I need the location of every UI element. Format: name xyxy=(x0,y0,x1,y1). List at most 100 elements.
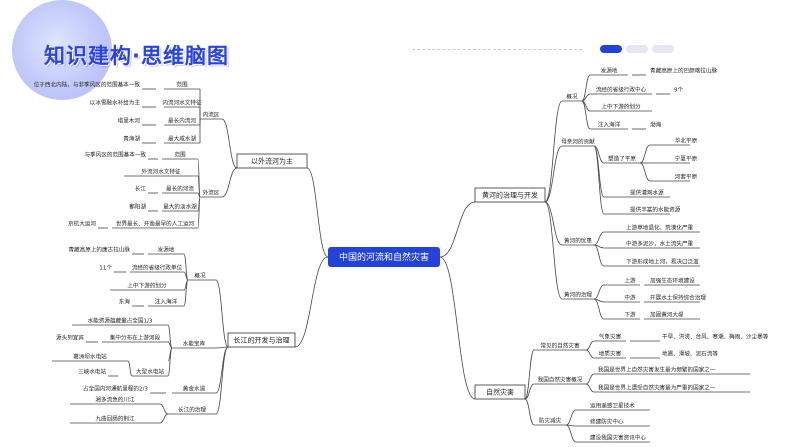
connector-curve xyxy=(159,413,169,424)
connector-curve xyxy=(306,167,329,258)
connector-curve xyxy=(581,74,591,102)
progress-indicator xyxy=(652,45,674,53)
progress-indicator xyxy=(626,45,648,53)
yellow-overview-desc: 9个 xyxy=(674,87,684,94)
worry-item: 上游草地退化、荒漠化严重 xyxy=(626,224,694,232)
connector-curve xyxy=(524,349,535,400)
connector-curve xyxy=(439,201,476,258)
sub-inflow-area: 内流区 xyxy=(203,111,220,119)
worry-item: 下游形成地上河，易决口泛滥 xyxy=(626,258,699,266)
yellow-contribution: 母亲河的贡献 xyxy=(561,138,595,146)
connector-curve xyxy=(197,196,201,229)
branch-yellow-river: 黄河的治理与开发 xyxy=(482,191,538,200)
connector-curve xyxy=(544,100,563,203)
contribution-item: 提供丰富的水能资源 xyxy=(630,206,681,214)
outflow-key: 范围 xyxy=(174,151,186,159)
connector-curve xyxy=(565,424,577,443)
branch-yangtze: 长江的开发与治理 xyxy=(234,336,290,345)
governance-key: 上游 xyxy=(624,277,636,285)
yangtze-overview-desc: 东海 xyxy=(119,298,131,306)
connector-curve xyxy=(294,256,329,348)
yangtze-overview-key: 注入海洋 xyxy=(155,298,178,306)
governance-desc: 加强生态环境建设 xyxy=(650,277,695,285)
hydropower-desc: 水能资源蕴藏量占全国1/3 xyxy=(88,317,153,325)
plain-item: 华北平原 xyxy=(675,137,698,145)
worry-item: 中游多泥沙，水土流失严重 xyxy=(626,240,694,248)
disaster-overview: 我国自然灾害概况 xyxy=(538,376,583,384)
connector-curve xyxy=(585,383,595,393)
connector-curve xyxy=(585,373,595,385)
central-topic: 中国的河流和自然灾害 xyxy=(339,251,429,263)
governance-item: 湘多流急的川江 xyxy=(95,396,135,404)
yellow-overview-key: 流经的省级行政中心 xyxy=(596,86,647,94)
connector-curve xyxy=(581,100,591,130)
connector-curve xyxy=(215,346,229,415)
connector-curve xyxy=(159,403,169,415)
governance-desc: 加固黄河大堤 xyxy=(650,311,684,319)
connector-curve xyxy=(221,167,238,198)
outflow-key: 世界最长、开凿最早的人工运河 xyxy=(116,220,195,228)
connector-curve xyxy=(593,298,605,320)
outflow-desc: 长江 xyxy=(135,185,147,193)
inflow-key: 最大咸水湖 xyxy=(168,135,196,143)
connector-curve xyxy=(593,145,605,215)
yellow-overview-desc: 青藏高原上的巴颜喀拉山脉 xyxy=(650,67,718,75)
branch-natural-disasters-box xyxy=(474,384,526,400)
outflow-desc: 与季风区的范围基本一致 xyxy=(84,151,146,159)
plain-item: 宁夏平原 xyxy=(675,155,698,163)
branch-yellow-river-box xyxy=(474,187,546,203)
inflow-desc: 位于西北内陆，与非季风区的范围基本一致 xyxy=(34,81,141,89)
connector-curve xyxy=(215,346,229,394)
weather-disasters-desc: 干旱、洪涝、台风、寒潮、梅雨、沙尘暴等 xyxy=(662,333,769,341)
yangtze-overview-key: 发源地 xyxy=(158,246,175,254)
prevention-item: 运用遥感卫星技术 xyxy=(590,402,635,410)
outflow-key: 最大的淡水湖 xyxy=(163,203,197,211)
yangtze-overview-key: 流经的省级行政单位 xyxy=(132,264,183,272)
connector-curve xyxy=(544,201,563,300)
hydropower-desc: 源头到宜宾 xyxy=(56,334,84,342)
yangtze-hydropower: 水能宝库 xyxy=(183,340,206,348)
page-title: 知识建构·思维脑图 xyxy=(44,44,229,68)
connector-curve xyxy=(221,118,238,169)
connector-curve xyxy=(439,256,476,400)
connector-curve xyxy=(565,409,577,426)
governance-key: 中游 xyxy=(624,294,636,302)
connector-curve xyxy=(585,349,595,359)
outflow-key: 最长的河流 xyxy=(166,185,194,193)
connector-curve xyxy=(215,279,229,348)
connector-curve xyxy=(639,162,651,182)
prevention-item: 建设我国灾害资讯中心 xyxy=(590,434,646,442)
inflow-key: 最长内流河 xyxy=(168,117,196,125)
branch-outflow-rivers: 以外流河为主 xyxy=(251,157,293,166)
shaped-plains: 塑造了平原 xyxy=(608,155,636,163)
connector-curve xyxy=(639,144,651,164)
connector-curve xyxy=(593,244,605,267)
yangtze-governance: 长江的治理 xyxy=(178,406,206,414)
connector-curve xyxy=(127,360,133,377)
geologic-disasters: 地质灾害 xyxy=(599,350,622,358)
connector-curve xyxy=(524,383,535,400)
yellow-overview-key: 发源地 xyxy=(601,67,618,75)
hydropower-key: 集中分布在上游河段 xyxy=(110,334,161,342)
connector-curve xyxy=(581,93,591,102)
yangtze-overview-desc: 青藏高原上的唐古拉山脉 xyxy=(68,246,130,254)
connector-curve xyxy=(585,340,595,351)
sub-outflow-area: 外流区 xyxy=(203,189,220,197)
yellow-overview: 概况 xyxy=(566,93,578,101)
inflow-key: 范围 xyxy=(176,81,188,89)
decorative-circle xyxy=(12,0,112,100)
weather-disasters: 气象灾害 xyxy=(599,333,622,341)
yellow-governance: 黄河的治理 xyxy=(564,291,592,299)
branch-yangtze-box xyxy=(227,332,296,348)
yellow-overview-key: 注入海洋 xyxy=(598,121,621,129)
connector-curve xyxy=(544,145,563,203)
hydropower-key: 大型水电站 xyxy=(136,368,164,376)
governance-key: 下游 xyxy=(624,311,636,319)
yangtze-golden-waterway: 黄金水道 xyxy=(183,385,206,393)
disaster-overview-item: 我国是世界上遭受自然灾害最为严重的国家之一 xyxy=(598,384,716,392)
yangtze-overview-desc: 上中下游的划分 xyxy=(127,282,167,290)
inflow-desc: 塔里木河 xyxy=(118,117,141,125)
prevention-item: 修建防灾中心 xyxy=(590,418,624,426)
